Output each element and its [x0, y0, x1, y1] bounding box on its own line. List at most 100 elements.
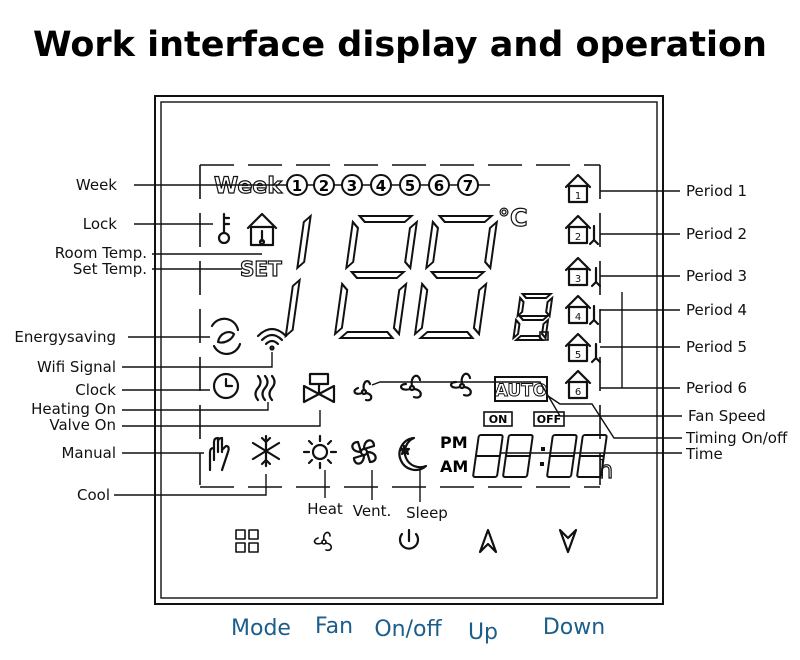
day-1-num: 1: [292, 177, 302, 195]
day-4: 4: [370, 174, 392, 196]
panel-outer-frame: [154, 95, 664, 605]
period-1-num: 1: [575, 191, 581, 202]
period-4-num: 4: [575, 312, 581, 323]
period-6-icon: 6: [564, 369, 592, 400]
celsius-unit: °C: [498, 204, 528, 232]
time-colon-top: [541, 447, 545, 451]
day-7: 7: [457, 174, 479, 196]
leader-heating: [122, 402, 269, 411]
label-wifi: Wifi Signal: [37, 358, 116, 376]
timing-on-indicator: ON: [489, 413, 508, 426]
label-fan-speed: Fan Speed: [688, 407, 766, 425]
digit-decimal: [512, 293, 554, 341]
day-1: 1: [286, 174, 308, 196]
label-heat: Heat: [307, 500, 343, 518]
period-4-icon: 4: [564, 294, 600, 326]
label-period-2: Period 2: [686, 225, 747, 243]
label-period-1: Period 1: [686, 182, 747, 200]
day-5-num: 5: [405, 177, 415, 195]
leader-timing: [547, 395, 682, 439]
time-digit-4: [576, 434, 608, 478]
leader-valve: [122, 410, 321, 427]
period-5-num: 5: [575, 350, 581, 361]
day-6-num: 6: [434, 177, 444, 195]
period-6-num: 6: [575, 387, 581, 398]
button-label-up: Up: [468, 620, 498, 645]
day-3: 3: [341, 174, 363, 196]
on-box: [483, 411, 513, 427]
down-button[interactable]: [558, 528, 578, 554]
label-set-temp: Set Temp.: [73, 260, 147, 278]
button-label-onoff: On/off: [374, 617, 442, 642]
leader-cool: [114, 474, 267, 496]
label-room-temp: Room Temp.: [55, 244, 147, 262]
button-label-down: Down: [543, 615, 605, 640]
period-icons: 1 2 3 4 5 6: [564, 173, 602, 400]
label-energysaving: Energysaving: [14, 328, 116, 346]
digit-2: [333, 215, 419, 339]
label-time: Time: [685, 445, 723, 463]
fan-button[interactable]: [313, 531, 333, 552]
mode-button[interactable]: [235, 529, 259, 553]
label-lock: Lock: [83, 215, 118, 233]
wifi-signal-icon: [256, 327, 288, 351]
fan-high-icon: [450, 372, 472, 397]
digit-3: [413, 215, 499, 339]
label-period-4: Period 4: [686, 301, 747, 319]
label-manual: Manual: [61, 444, 116, 462]
period-3-num: 3: [575, 274, 581, 285]
label-vent: Vent.: [353, 502, 391, 520]
digit-1: [284, 213, 312, 339]
label-cool: Cool: [77, 486, 110, 504]
fan-low-icon: [353, 380, 373, 402]
right-labels: Period 1 Period 2 Period 3 Period 4 Peri…: [371, 182, 788, 463]
period-1-icon: 1: [564, 173, 592, 204]
page-title: Work interface display and operation: [33, 25, 767, 65]
period-5-icon: 5: [564, 332, 602, 364]
label-sleep: Sleep: [406, 504, 448, 522]
am-indicator: AM: [440, 457, 468, 476]
period-2-icon: 2: [564, 214, 600, 246]
label-heating-on: Heating On: [31, 400, 116, 418]
heat-sun-icon: [302, 434, 338, 470]
set-indicator: SET: [240, 257, 282, 281]
day-2: 2: [313, 174, 335, 196]
leader-fan-speed: [371, 381, 682, 417]
button-label-fan: Fan: [315, 614, 353, 639]
day-4-num: 4: [376, 177, 386, 195]
label-week: Week: [76, 176, 117, 194]
auto-box: [494, 376, 548, 402]
time-digit-2: [502, 434, 534, 478]
clock-icon: [212, 372, 240, 400]
label-period-6: Period 6: [686, 379, 747, 397]
time-digits: [472, 434, 608, 478]
week-indicator: Week: [214, 174, 283, 199]
timing-off-indicator: OFF: [537, 413, 561, 426]
cool-snowflake-icon: [251, 434, 281, 468]
label-period-5: Period 5: [686, 338, 747, 356]
day-3-num: 3: [347, 177, 357, 195]
fan-mid-icon: [400, 374, 422, 399]
up-button[interactable]: [478, 528, 498, 554]
auto-indicator: AUTO: [495, 381, 548, 401]
lock-key-icon: [217, 212, 231, 245]
time-colon-bottom: [540, 462, 544, 466]
label-valve-on: Valve On: [49, 416, 116, 434]
period-2-num: 2: [575, 232, 581, 243]
power-button[interactable]: [398, 528, 420, 550]
week-days: 1 2 3 4 5 6 7: [286, 174, 479, 196]
fan-speed-icons: [353, 372, 472, 402]
label-clock: Clock: [75, 381, 116, 399]
off-box: [533, 411, 565, 427]
valve-icon: [302, 372, 336, 404]
leader-wifi: [122, 352, 273, 368]
big-temp-digits: [284, 213, 554, 341]
button-label-mode: Mode: [231, 616, 291, 641]
energysaving-icon: [210, 317, 242, 356]
left-labels: Week Lock Room Temp. Set Temp. Energysav…: [14, 176, 490, 504]
vent-fan-icon: [351, 439, 377, 465]
panel-inner-frame: [160, 101, 658, 599]
day-6: 6: [428, 174, 450, 196]
heating-icon: [254, 374, 276, 402]
label-period-3: Period 3: [686, 267, 747, 285]
